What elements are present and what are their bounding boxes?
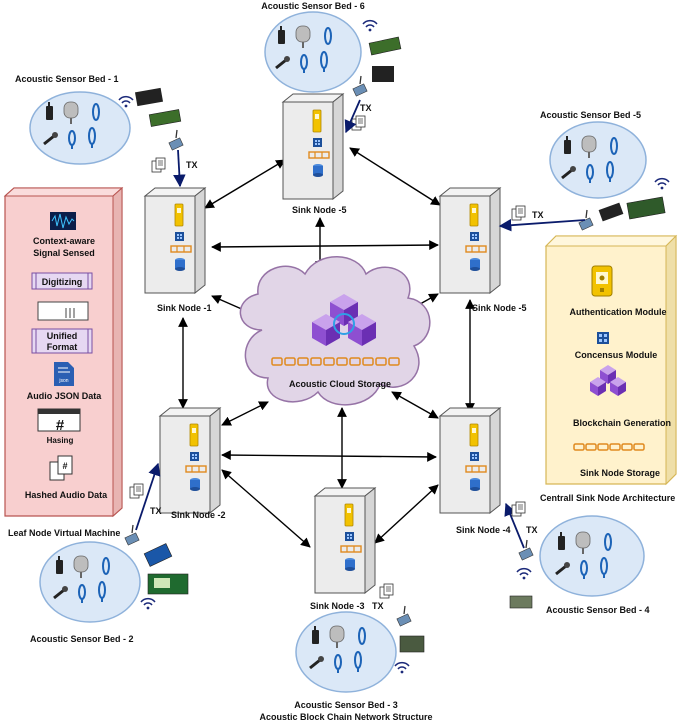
sink-node-bottom-left-label: Sink Node -2 bbox=[171, 510, 226, 520]
digitizing-box bbox=[31, 272, 93, 290]
chain-link bbox=[633, 443, 645, 451]
chain-link bbox=[375, 357, 387, 366]
authentication-icon bbox=[591, 265, 613, 297]
chain-link bbox=[284, 357, 296, 366]
network-links bbox=[178, 147, 475, 548]
sink-node-right-label: Sink Node -5 bbox=[472, 303, 527, 313]
chain-link bbox=[271, 357, 283, 366]
diagram-caption: Acoustic Block Chain Network Structure bbox=[259, 712, 432, 722]
arduino-board-icon bbox=[143, 543, 173, 567]
sink-node-bottom-right-label: Sink Node -4 bbox=[456, 525, 511, 535]
sensor-module-icon bbox=[509, 595, 533, 609]
central-sink-node-panel: Authentication Module Concensus Module B… bbox=[540, 234, 678, 503]
sink-node-left-label: Sink Node -1 bbox=[157, 303, 212, 313]
chain-link bbox=[621, 443, 633, 451]
bed1-tx-label: TX bbox=[186, 160, 198, 170]
chain-link bbox=[297, 357, 309, 366]
sensor-bed-3-label: Acoustic Sensor Bed - 3 bbox=[294, 700, 398, 710]
sensor-bed-5-label: Acoustic Sensor Bed -5 bbox=[540, 110, 641, 120]
audio-json-label: Audio JSON Data bbox=[27, 391, 103, 401]
unified-format-line2: Format bbox=[47, 342, 78, 352]
hashed-doc-icon: # bbox=[49, 455, 73, 481]
sink-node-bottom-left: Sink Node -2 bbox=[159, 407, 226, 520]
digitizing-label: Digitizing bbox=[42, 277, 83, 287]
sink-node-storage-label: Sink Node Storage bbox=[580, 468, 660, 478]
central-sink-caption: Centrall Sink Node Architecture bbox=[540, 493, 675, 503]
chain-link bbox=[597, 443, 609, 451]
hash-icon-text: # bbox=[56, 417, 65, 434]
consensus-module-label: Concensus Module bbox=[575, 350, 658, 360]
sink-node-right: Sink Node -5 bbox=[439, 187, 527, 313]
chain-link bbox=[349, 357, 361, 366]
sink-node-left: Sink Node -1 bbox=[144, 187, 212, 313]
sink-node-top: Sink Node -5 bbox=[282, 93, 347, 215]
unified-format-icon bbox=[37, 301, 89, 321]
sensor-bed-2: Acoustic Sensor Bed - 2 TX bbox=[30, 462, 189, 644]
chain-link bbox=[388, 357, 400, 366]
cloud-label: Acoustic Cloud Storage bbox=[289, 379, 391, 389]
chain-link bbox=[362, 357, 374, 366]
sensor-module-icon bbox=[399, 635, 425, 653]
sensor-bed-4: Acoustic Sensor Bed - 4 TX bbox=[504, 501, 650, 615]
signal-label-line1: Context-aware bbox=[33, 236, 95, 246]
leaf-node-panel: Context-aware Signal Sensed Digitizing U… bbox=[3, 186, 124, 538]
sink-node-bottom-label: Sink Node -3 bbox=[310, 601, 365, 611]
blockchain-generation-label: Blockchain Generation bbox=[573, 418, 671, 428]
hashing-label: Hasing bbox=[47, 436, 74, 445]
blockchain-cubes-icon bbox=[312, 294, 376, 346]
chain-link bbox=[323, 357, 335, 366]
svg-text:#: # bbox=[62, 461, 67, 471]
acoustic-cloud-storage: Acoustic Cloud Storage bbox=[239, 256, 431, 406]
raspberry-pi-icon bbox=[626, 196, 666, 220]
circuit-board-icon bbox=[148, 109, 182, 127]
hashed-audio-label: Hashed Audio Data bbox=[25, 490, 108, 500]
sink-node-bottom: Sink Node -3 bbox=[310, 487, 376, 611]
sensor-bed-4-label: Acoustic Sensor Bed - 4 bbox=[546, 605, 650, 615]
sink-node-bottom-right: Sink Node -4 bbox=[439, 407, 511, 535]
sensor-bed-1: Acoustic Sensor Bed - 1 TX bbox=[15, 74, 198, 188]
bed3-tx-label: TX bbox=[372, 601, 384, 611]
chain-link bbox=[310, 357, 322, 366]
circuit-board-icon bbox=[368, 36, 402, 56]
cloud-chain-icon bbox=[271, 357, 400, 366]
unified-format-box bbox=[31, 328, 93, 354]
waveform-icon bbox=[50, 212, 76, 230]
bed2-tx-label: TX bbox=[150, 506, 162, 516]
chip-module-icon bbox=[372, 66, 394, 82]
bed5-tx-label: TX bbox=[532, 210, 544, 220]
json-icon-text: json bbox=[58, 378, 68, 384]
auth-module-label: Authentication Module bbox=[570, 307, 667, 317]
sensor-bed-1-label: Acoustic Sensor Bed - 1 bbox=[15, 74, 119, 84]
sensor-bed-6: Acoustic Sensor Bed - 6 TX bbox=[261, 1, 402, 134]
chain-link bbox=[573, 443, 585, 451]
bed6-tx-label: TX bbox=[360, 103, 372, 113]
chip-module-icon bbox=[134, 87, 164, 107]
sensor-bed-2-label: Acoustic Sensor Bed - 2 bbox=[30, 634, 134, 644]
consensus-icon bbox=[597, 332, 609, 344]
unified-format-line1: Unified bbox=[47, 331, 78, 341]
signal-label-line2: Signal Sensed bbox=[33, 248, 95, 258]
sink-node-top-label: Sink Node -5 bbox=[292, 205, 347, 215]
storage-chain-icon bbox=[573, 443, 645, 451]
blockchain-generation-icon bbox=[590, 365, 626, 396]
hashing-icon: # bbox=[37, 408, 81, 434]
sensor-bed-3: Acoustic Sensor Bed - 3 TX bbox=[294, 583, 425, 710]
sensor-bed-5: Acoustic Sensor Bed -5 TX bbox=[498, 110, 670, 232]
chain-link bbox=[609, 443, 621, 451]
chain-link bbox=[336, 357, 348, 366]
chip-module-icon bbox=[598, 202, 624, 222]
bed4-tx-label: TX bbox=[526, 525, 538, 535]
leaf-node-caption: Leaf Node Virtual Machine bbox=[8, 528, 120, 538]
json-file-icon: json bbox=[54, 362, 74, 386]
sensor-bed-6-label: Acoustic Sensor Bed - 6 bbox=[261, 1, 365, 11]
chain-link bbox=[585, 443, 597, 451]
